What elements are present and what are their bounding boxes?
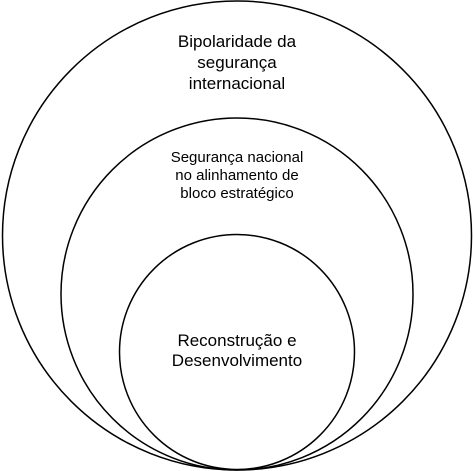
- inner-label-line-2: Desenvolvimento: [171, 351, 303, 370]
- middle-label-line-2: no alinhamento de: [175, 167, 299, 184]
- outer-label-line-1: Bipolaridade da: [177, 32, 297, 51]
- outer-label-line-2: segurança: [197, 53, 277, 72]
- inner-label-line-1: Reconstrução e: [177, 331, 297, 350]
- outer-circle-label: Bipolaridade da segurança internacional: [137, 31, 337, 94]
- middle-label-line-1: Segurança nacional: [170, 149, 304, 166]
- outer-label-line-3: internacional: [188, 74, 286, 93]
- middle-circle-label: Segurança nacional no alinhamento de blo…: [140, 149, 334, 203]
- inner-circle-label: Reconstrução e Desenvolvimento: [137, 331, 337, 371]
- inner-circle: [118, 233, 356, 471]
- middle-label-line-3: bloco estratégico: [180, 185, 294, 202]
